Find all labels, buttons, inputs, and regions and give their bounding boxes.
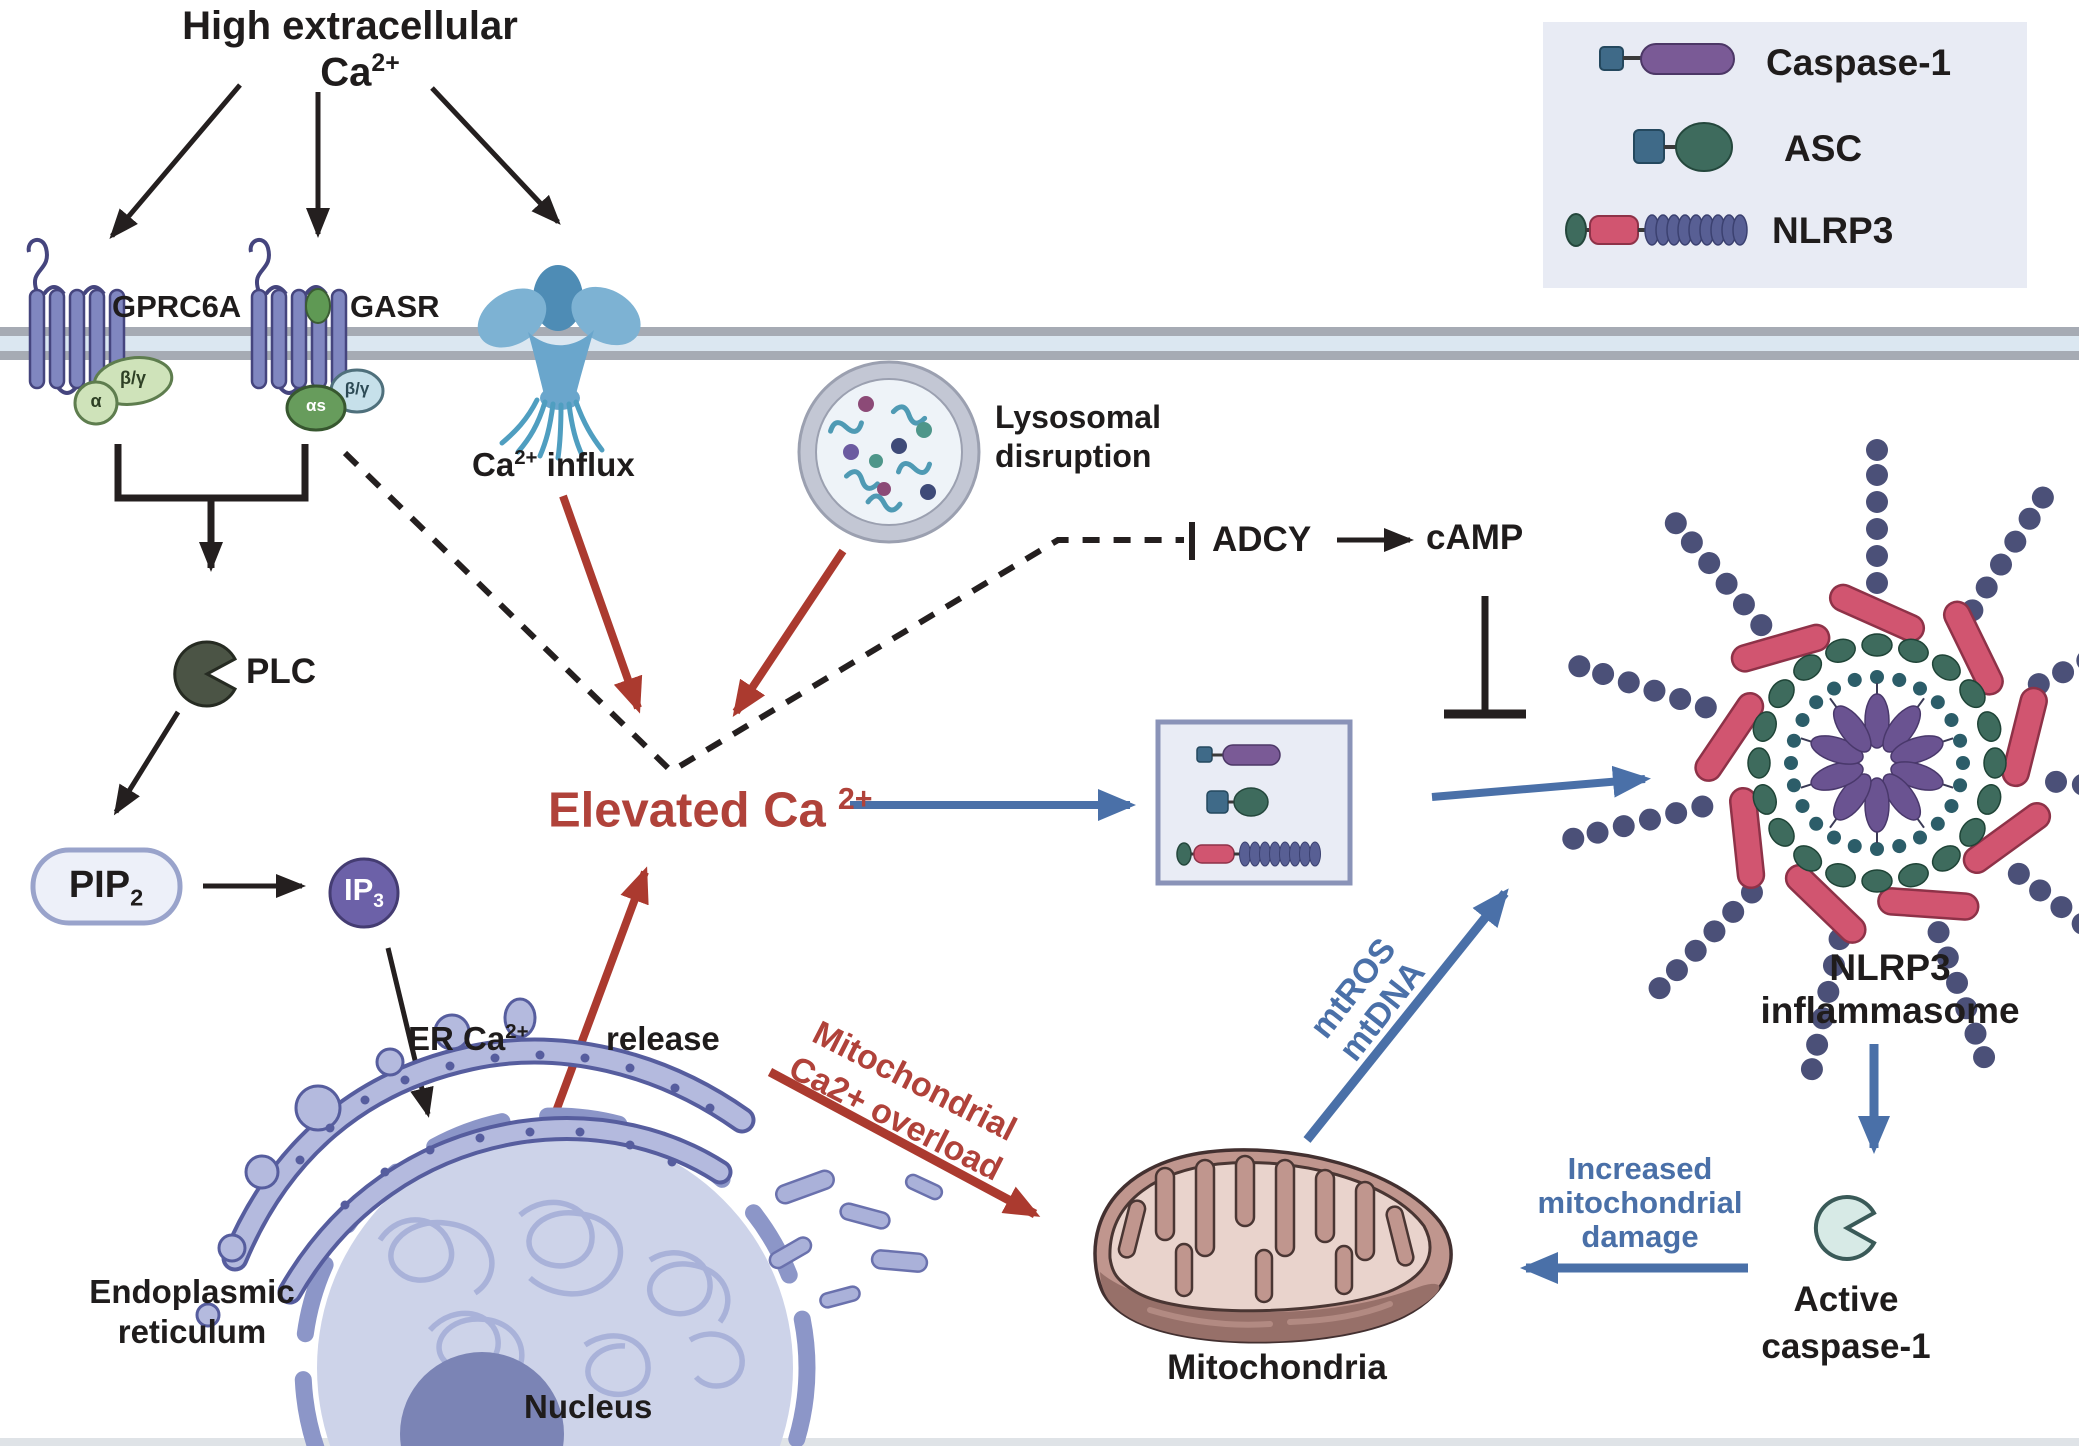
nlrp3-inflammasome-icon	[1559, 439, 2079, 1083]
nucleus-icon	[294, 1107, 816, 1446]
red-arrows	[548, 494, 1041, 1218]
pip2-node	[30, 847, 183, 926]
inflammasome-assembly-box	[1155, 719, 1353, 886]
receptor-bracket-arrow	[114, 444, 309, 572]
legend-nlrp3-icon	[1565, 213, 1748, 247]
ip3-node	[328, 857, 400, 929]
mitochondria-label: Mitochondria	[1167, 1348, 1387, 1387]
ip3-label: IP3	[344, 872, 384, 913]
legend-nlrp3-label: NLRP3	[1772, 210, 1894, 251]
mitochondria-icon	[1093, 1148, 1453, 1344]
camp-axis-arrows	[1337, 528, 1526, 719]
nucleus-label: Nucleus	[524, 1388, 653, 1425]
plc-label: PLC	[246, 652, 316, 691]
nuclear-envelope	[294, 1107, 816, 1446]
blue-arrows	[850, 765, 1890, 1284]
gasr-label: GASR	[350, 289, 440, 324]
ligand-icon	[305, 288, 331, 324]
dashed-signal-lines	[342, 450, 1195, 771]
active-caspase1-icon	[1813, 1195, 1877, 1261]
legend-caspase1-icon	[1599, 43, 1735, 75]
gprc6a-receptor-icon	[26, 237, 174, 426]
legend-asc-icon	[1633, 122, 1733, 172]
pip2-label: PIP2	[68, 864, 144, 911]
lysosome-icon	[797, 360, 981, 544]
gprc6a-betagamma-label: β/γ	[120, 368, 146, 388]
adcy-label: ADCY	[1212, 520, 1312, 559]
camp-label: cAMP	[1426, 518, 1524, 557]
caspase1-mini-icon	[1196, 746, 1213, 763]
ribosome-dots	[295, 1050, 715, 1210]
gasr-receptor-icon	[248, 237, 385, 432]
ca-influx-label: Ca2+ influx	[472, 446, 635, 483]
er-ca-label: ER Ca2+	[408, 1020, 529, 1057]
asc-mini-icon	[1206, 790, 1229, 814]
plc-enzyme-icon	[173, 640, 238, 708]
legend-asc-label: ASC	[1784, 128, 1863, 169]
high-ca-arrows	[109, 83, 561, 240]
calcium-channel-icon	[477, 265, 641, 461]
title-line1: High extracellular	[182, 4, 518, 48]
gprc6a-label: GPRC6A	[112, 289, 242, 324]
er-release-label: release	[606, 1020, 720, 1057]
title-line2: Ca2+	[320, 50, 400, 95]
gprc6a-alpha-label: α	[90, 391, 102, 411]
gasr-alphas-label: αs	[306, 396, 326, 415]
gasr-betagamma-label: β/γ	[344, 379, 370, 398]
legend-caspase1-label: Caspase-1	[1766, 42, 1952, 83]
nlrp3-mini-icon	[1176, 841, 1321, 867]
er-fragments	[768, 1169, 944, 1309]
endoplasmic-reticulum-icon	[195, 997, 944, 1328]
figure-bottom-border	[0, 1438, 2079, 1446]
legend-box	[1543, 22, 2027, 288]
